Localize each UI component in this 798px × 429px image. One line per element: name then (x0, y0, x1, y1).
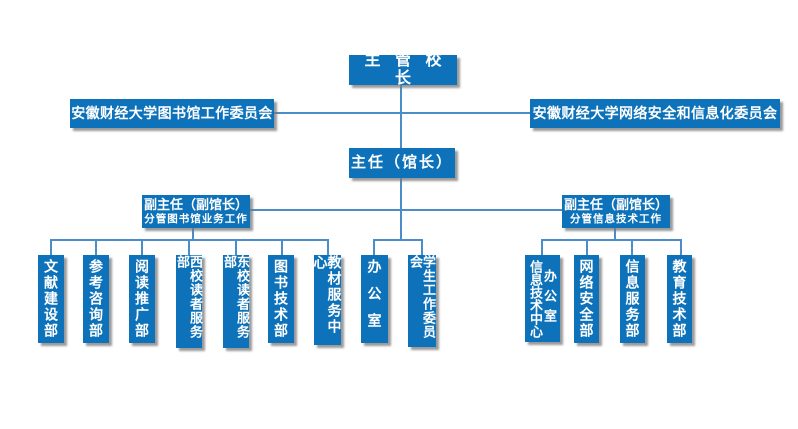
connector-stub (541, 239, 543, 255)
dept-book-technology: 图书技术部 (268, 255, 294, 343)
it-center-office-label: 办公室 (542, 268, 557, 329)
connector-left-deputy-down (192, 226, 194, 240)
connector-stub (281, 239, 283, 255)
connector-stub (327, 239, 329, 255)
dept-network-security: 网络安全部 (574, 255, 599, 343)
connector-stub (680, 239, 682, 255)
connector-stub (235, 239, 237, 255)
dept-information-service: 信息服务部 (620, 255, 645, 343)
dept-west-campus-reader-service: 西校读者服务部 (175, 255, 203, 348)
dept-it-center-office: 信息技术中心 办公室 (525, 255, 560, 342)
dept-education-technology: 教育技术部 (667, 255, 692, 343)
connector-deputies (250, 209, 562, 211)
connector-committees (274, 112, 530, 114)
supervising-president-node: 主 管 校 长 (349, 52, 457, 87)
deputy-it-title: 副主任（副馆长） (563, 196, 668, 212)
library-committee-label: 安徽财经大学图书馆工作委员会 (71, 105, 273, 122)
it-center-label: 信息技术中心 (528, 260, 543, 338)
deputy-it-node: 副主任（副馆长） 分管信息技术工作 (562, 195, 670, 228)
student-work-committee: 学生工作委员会 (408, 255, 436, 347)
connector-stub (631, 239, 633, 255)
connector-stub (141, 239, 143, 255)
connector-right-bus (541, 239, 682, 241)
connector-stub (95, 239, 97, 255)
office-general: 办公室 (361, 255, 388, 343)
director-node: 主任（馆长） (349, 148, 455, 178)
director-label: 主任（馆长） (350, 154, 453, 172)
cybersecurity-committee-node: 安徽财经大学网络安全和信息化委员会 (530, 99, 780, 128)
dept-textbook-service-center: 教材服务中心 (313, 255, 343, 345)
supervising-president-label: 主 管 校 长 (364, 51, 447, 87)
library-committee-node: 安徽财经大学图书馆工作委员会 (70, 99, 274, 128)
deputy-library-title: 副主任（副馆长） (143, 196, 248, 212)
dept-document-construction: 文献建设部 (38, 255, 64, 343)
connector-right-deputy-down (614, 226, 616, 240)
connector-stub (586, 239, 588, 255)
deputy-library-subtitle: 分管图书馆业务工作 (144, 213, 248, 226)
dept-east-campus-reader-service: 东校读者服务部 (222, 255, 250, 348)
connector-stub (188, 239, 190, 255)
dept-reading-promotion: 阅读推广部 (129, 255, 155, 343)
connector-stub (373, 239, 375, 255)
dept-reference-consulting: 参考咨询部 (83, 255, 109, 343)
connector-root-to-director (400, 85, 402, 148)
connector-stub (421, 239, 423, 255)
cybersecurity-committee-label: 安徽财经大学网络安全和信息化委员会 (532, 105, 778, 122)
connector-middle-bus (373, 239, 423, 241)
connector-stub (50, 239, 52, 255)
deputy-it-subtitle: 分管信息技术工作 (570, 213, 662, 226)
deputy-library-node: 副主任（副馆长） 分管图书馆业务工作 (142, 195, 250, 228)
